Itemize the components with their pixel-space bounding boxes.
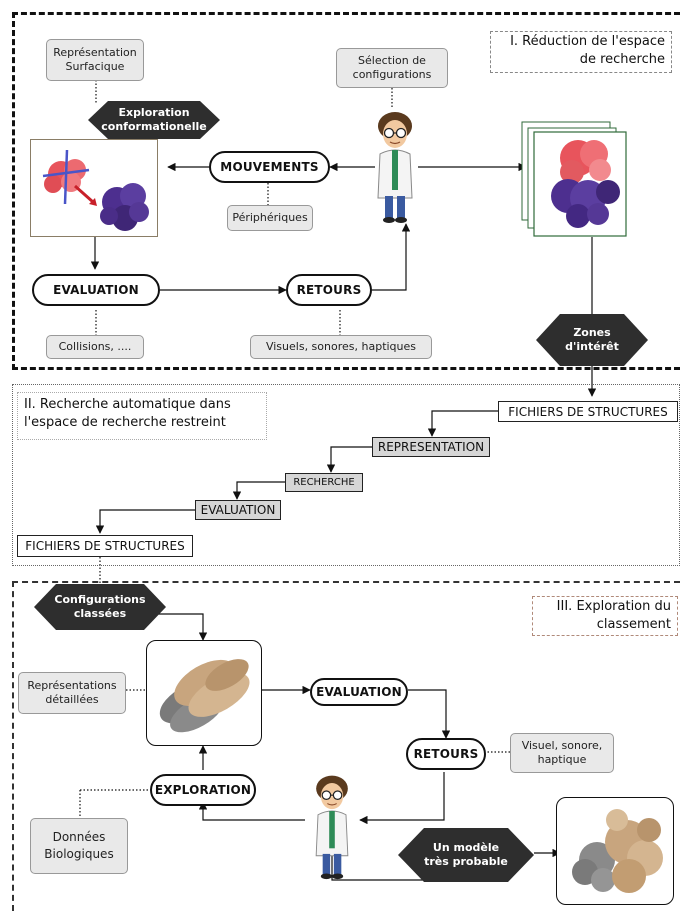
search-step: RECHERCHE — [285, 473, 363, 492]
hexagon-label: Zones d'intérêt — [565, 326, 619, 353]
connector — [150, 613, 208, 641]
evaluation-step: EVALUATION — [195, 500, 281, 520]
hexagon-zones-of-interest: Zones d'intérêt — [536, 314, 648, 366]
hexagon-label: Exploration conformationelle — [101, 106, 207, 133]
protein-complex-icon — [551, 140, 620, 228]
protein-complex-icon — [572, 809, 663, 893]
protein-fiber-image — [146, 640, 262, 746]
note-detailed-representations: Représentations détaillées — [18, 672, 126, 714]
scientist-icon — [315, 775, 349, 880]
hexagon-conformational-exploration: Exploration conformationelle — [88, 101, 220, 139]
structure-files-top: FICHIERS DE STRUCTURES — [498, 401, 678, 422]
connector — [408, 689, 451, 739]
hexagon-ranked-configurations: Configurations classées — [34, 584, 166, 630]
retours-node-3: RETOURS — [406, 738, 486, 770]
exploration-node: EXPLORATION — [150, 774, 256, 806]
retours-node-1: RETOURS — [286, 274, 372, 306]
purple-protein-icon — [100, 183, 149, 231]
connector — [198, 801, 305, 821]
connector — [427, 410, 498, 437]
rotation-axes-icon — [42, 149, 90, 205]
note-collisions: Collisions, .... — [46, 335, 144, 359]
hexagon-label: Configurations classées — [54, 593, 146, 620]
section-title-1: I. Réduction de l'espace de recherche — [490, 31, 672, 73]
final-model-image — [556, 797, 674, 905]
scientist-icon — [377, 112, 413, 223]
connector — [359, 772, 445, 825]
mouvements-node: MOUVEMENTS — [209, 151, 330, 183]
section-title-3: III. Exploration du classement — [532, 596, 678, 636]
protein-docking-image — [30, 139, 158, 237]
section-title-2: II. Recherche automatique dans l'espace … — [17, 392, 267, 440]
note-configuration-selection: Sélection de configurations — [336, 48, 448, 88]
connector — [326, 446, 372, 473]
note-surface-representation: Représentation Surfacique — [46, 39, 144, 81]
evaluation-node-3: EVALUATION — [310, 678, 408, 706]
connector — [232, 481, 285, 500]
section-frame-reduction — [12, 12, 680, 370]
note-feedback-types: Visuels, sonores, haptiques — [250, 335, 432, 359]
stacked-configurations-image — [520, 120, 630, 238]
note-feedback-types-3: Visuel, sonore, haptique — [510, 733, 614, 773]
hexagon-probable-model: Un modèle très probable — [398, 828, 534, 882]
representation-step: REPRESENTATION — [372, 437, 490, 457]
connector — [372, 223, 411, 291]
section-frame-ranking-exploration — [12, 581, 680, 911]
evaluation-node-1: EVALUATION — [32, 274, 160, 306]
note-peripherals: Périphériques — [227, 205, 313, 231]
connector — [331, 848, 424, 881]
hexagon-label: Un modèle très probable — [424, 841, 508, 868]
connector — [95, 509, 195, 534]
structure-files-bottom: FICHIERS DE STRUCTURES — [17, 535, 193, 557]
protein-fiber-icon — [159, 659, 250, 733]
note-biological-data: Données Biologiques — [30, 818, 128, 874]
